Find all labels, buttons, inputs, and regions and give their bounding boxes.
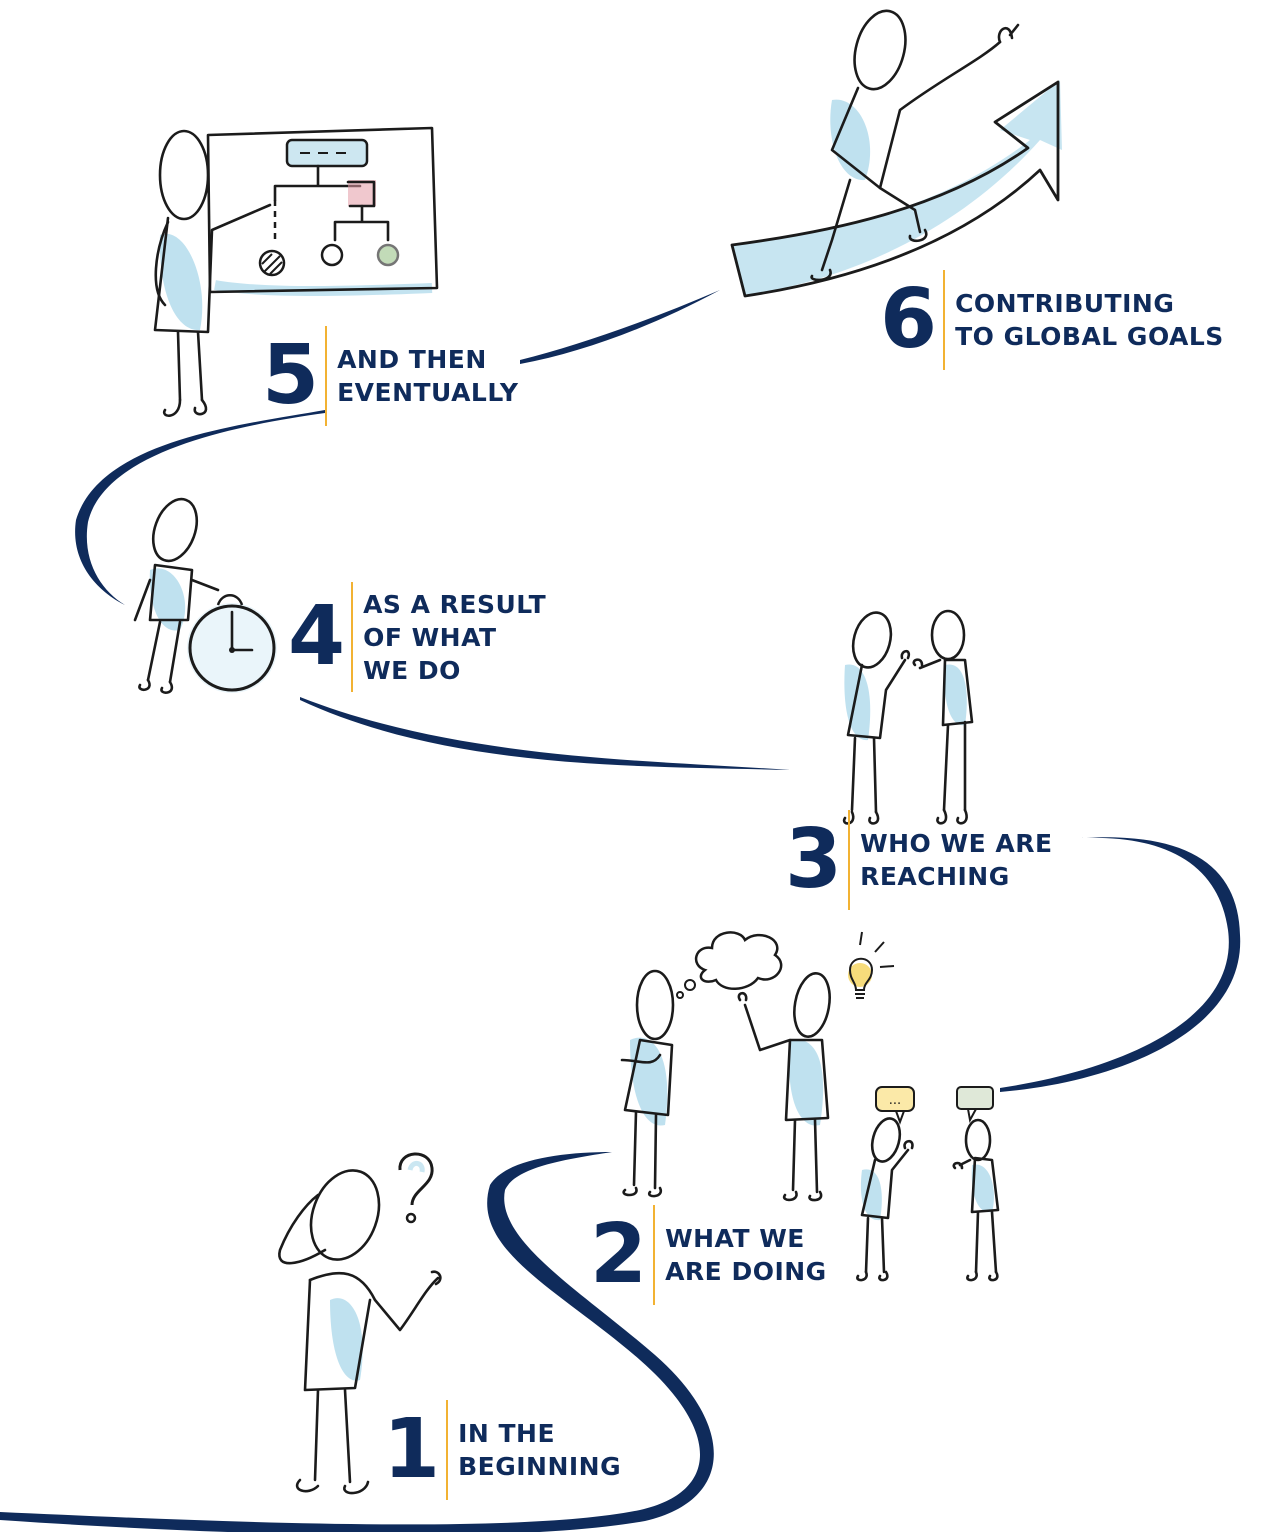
figure-thinking-pair: ...: [620, 931, 1000, 1282]
step-4-container: 4 AS A RESULT OF WHAT WE DO: [288, 582, 608, 692]
path-segment-3: [300, 697, 790, 770]
step-label: WHO WE ARE REACHING: [860, 829, 1053, 891]
step-number: 3: [785, 812, 842, 907]
clock-icon: [187, 594, 277, 693]
figure-presenter: [153, 126, 439, 417]
figure-person-with-clock: [133, 497, 277, 694]
step-label: AND THEN EVENTUALLY: [337, 345, 519, 407]
step-4: 4 AS A RESULT OF WHAT WE DO: [288, 582, 608, 692]
step-divider: [446, 1400, 449, 1500]
step-2-container: 2 WHAT WE ARE DOING: [590, 1205, 890, 1305]
step-divider: [943, 270, 946, 370]
step-number: 2: [590, 1207, 647, 1302]
step-number: 6: [880, 272, 937, 367]
path-segment-5: [520, 290, 720, 364]
step-number: 4: [288, 589, 345, 684]
step-divider: [653, 1205, 656, 1305]
step-divider: [351, 582, 354, 692]
step-6-container: 6 CONTRIBUTING TO GLOBAL GOALS: [880, 270, 1265, 370]
step-divider: [325, 326, 328, 426]
path-segment-4: [75, 410, 325, 605]
figure-talking-pair: [842, 609, 974, 825]
lightbulb-icon: [848, 931, 895, 999]
step-5: 5 AND THEN EVENTUALLY: [262, 326, 562, 426]
step-3: 3 WHO WE ARE REACHING: [785, 810, 1125, 910]
thought-cloud-icon: [676, 931, 783, 999]
org-chart-board-icon: [206, 126, 439, 297]
question-mark-icon: [398, 1152, 434, 1224]
step-6: 6 CONTRIBUTING TO GLOBAL GOALS: [880, 270, 1265, 370]
speech-bubble-text: ...: [889, 1093, 901, 1108]
figure-confused-person: [278, 1152, 442, 1495]
step-label: WHAT WE ARE DOING: [665, 1224, 827, 1286]
step-1: 1 IN THE BEGINNING: [383, 1400, 683, 1500]
figure-rising-person: [730, 9, 1062, 298]
path-segment-2: [1000, 837, 1241, 1092]
step-1-container: 1 IN THE BEGINNING: [383, 1400, 683, 1500]
step-3-container: 3 WHO WE ARE REACHING: [785, 810, 1125, 910]
step-label: CONTRIBUTING TO GLOBAL GOALS: [955, 289, 1224, 351]
step-label: AS A RESULT OF WHAT WE DO: [363, 589, 547, 685]
speech-bubble-icon: ...: [875, 1086, 915, 1125]
speech-bubble-icon: [956, 1086, 994, 1123]
upward-arrow-icon: [730, 80, 1062, 298]
step-label: IN THE BEGINNING: [458, 1419, 622, 1481]
journey-path: [0, 290, 1241, 1532]
step-divider: [848, 810, 851, 910]
step-number: 1: [383, 1402, 440, 1497]
step-5-container: 5 AND THEN EVENTUALLY: [262, 326, 562, 426]
step-2: 2 WHAT WE ARE DOING: [590, 1205, 890, 1305]
step-number: 5: [262, 328, 319, 423]
